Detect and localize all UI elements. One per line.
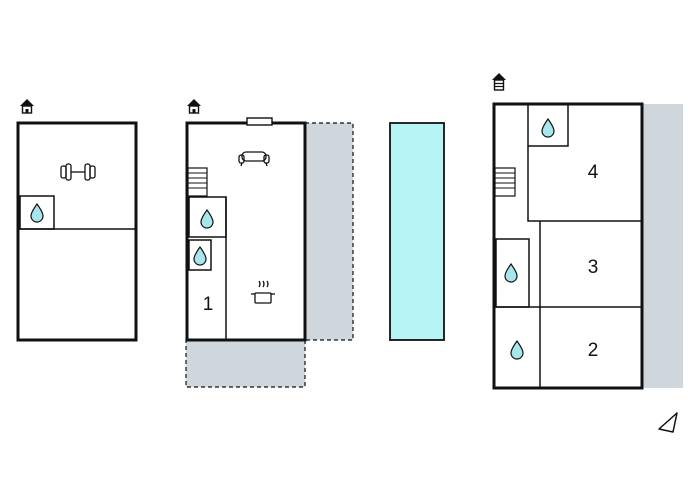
water-drop-icon xyxy=(510,339,524,360)
bathroom-1 xyxy=(19,195,55,230)
terrace-right-building-3 xyxy=(642,104,683,388)
stairs-icon xyxy=(494,167,516,197)
room-label-1: 1 xyxy=(203,294,214,315)
pool xyxy=(389,122,445,341)
water-drop-icon xyxy=(30,202,44,223)
sofa-icon xyxy=(238,151,270,167)
building-2 xyxy=(185,117,307,342)
bathroom-2b xyxy=(188,239,212,271)
terrace-bottom xyxy=(185,339,306,388)
room-label-3: 3 xyxy=(588,257,599,278)
room-label-4: 4 xyxy=(588,162,599,183)
building-1 xyxy=(16,121,138,342)
dumbbell-icon xyxy=(60,163,96,181)
house-icon xyxy=(492,73,506,91)
bathroom-3a xyxy=(527,103,569,147)
water-drop-icon xyxy=(541,117,555,138)
water-drop-icon xyxy=(200,208,214,229)
cooking-pot-icon xyxy=(251,280,275,304)
water-drop-icon xyxy=(504,262,518,283)
room-label-2: 2 xyxy=(588,340,599,361)
stairs-icon xyxy=(187,167,208,197)
compass-arrow-icon xyxy=(658,412,678,433)
window-icon xyxy=(246,117,273,126)
terrace-right xyxy=(304,122,354,341)
water-drop-icon xyxy=(193,245,207,266)
house-icon xyxy=(187,99,201,114)
house-icon xyxy=(20,99,34,114)
building-3 xyxy=(492,102,644,390)
bathroom-3b xyxy=(495,238,530,308)
